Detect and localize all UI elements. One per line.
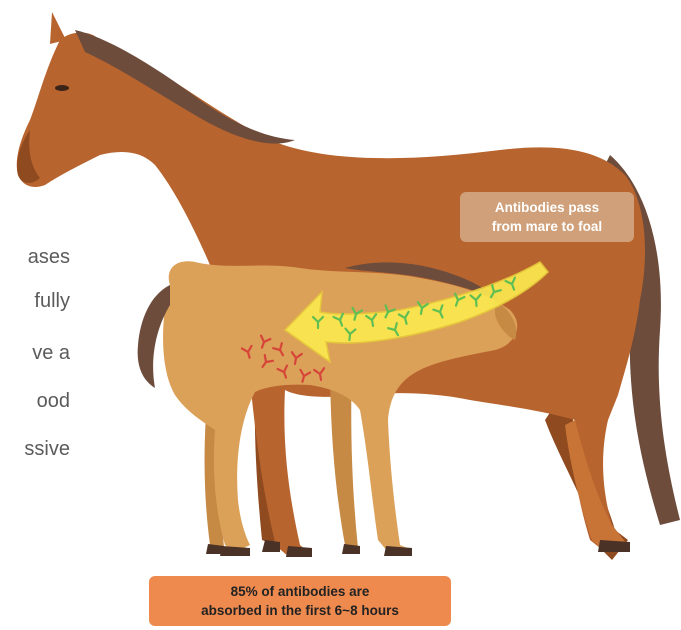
transfer-label-line-2: from mare to foal (460, 217, 634, 236)
mare-eye (55, 85, 69, 91)
absorption-label-line-2: absorbed in the first 6~8 hours (149, 601, 451, 620)
absorption-label-line-1: 85% of antibodies are (149, 582, 451, 601)
antibody-absorption-label: 85% of antibodies are absorbed in the fi… (149, 576, 451, 626)
transfer-label-line-1: Antibodies pass (460, 198, 634, 217)
mare-ear (50, 12, 66, 44)
antibody-transfer-label: Antibodies pass from mare to foal (460, 192, 634, 242)
